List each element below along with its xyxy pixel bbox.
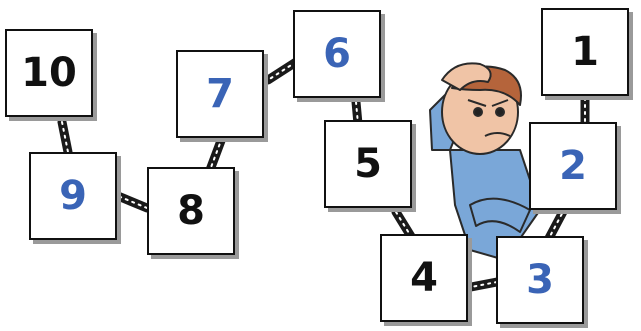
card-1-number: 1	[543, 10, 627, 94]
card-5: 5	[324, 120, 412, 208]
card-6: 6	[293, 10, 381, 98]
card-7-number: 7	[178, 52, 262, 136]
card-1: 1	[541, 8, 629, 96]
card-4: 4	[380, 234, 468, 322]
card-9-number: 9	[31, 154, 115, 238]
card-6-number: 6	[295, 12, 379, 96]
card-5-number: 5	[326, 122, 410, 206]
card-2-number: 2	[531, 124, 615, 208]
card-8: 8	[147, 167, 235, 255]
card-3: 3	[496, 236, 584, 324]
card-8-number: 8	[149, 169, 233, 253]
card-7: 7	[176, 50, 264, 138]
card-10: 10	[5, 29, 93, 117]
card-3-number: 3	[498, 238, 582, 322]
card-10-number: 10	[7, 31, 91, 115]
card-9: 9	[29, 152, 117, 240]
card-2: 2	[529, 122, 617, 210]
card-4-number: 4	[382, 236, 466, 320]
